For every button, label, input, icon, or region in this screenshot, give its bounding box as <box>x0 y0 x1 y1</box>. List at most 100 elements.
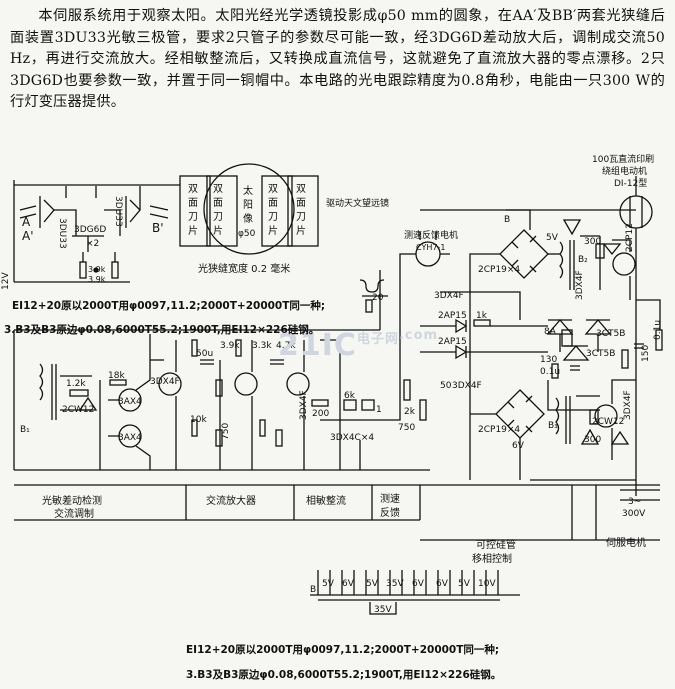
section-5-bottom: 移相控制 <box>472 552 512 565</box>
bot-35v: 35V <box>386 579 404 589</box>
description-text: 本伺服系统用于观察太阳。太阳光经光学透镜投影成φ50 mm的圆象，在AA′及BB… <box>10 8 665 110</box>
c50u-label: 50u <box>196 349 213 359</box>
r18k-label: 18k <box>108 371 125 381</box>
bot-5v-b: 5V <box>366 579 379 589</box>
slit-right-2: 面 <box>268 198 278 209</box>
slit-right-3: 刀 <box>268 212 278 223</box>
motor-title2: 绕组电动机 <box>602 165 647 177</box>
sun-1: 太 <box>243 184 253 197</box>
scr2-label: 3CT5B <box>586 349 615 359</box>
note-line-2-top: 3.B3及B3原边φ0.08,6000T55.2;1900T,用EI12×226… <box>4 324 320 336</box>
bot-10v: 10V <box>478 579 496 589</box>
note-line-1-bottom: EI12+20原以2000T用φ0097,11.2;2000T+20000T同一… <box>186 644 500 656</box>
r2k-label: 2k <box>404 407 416 417</box>
label-b-prime: B' <box>152 221 164 235</box>
label-b-top: B <box>504 215 510 225</box>
motor-model: DI-12型 <box>614 178 647 189</box>
section-4-top: 测速 <box>380 492 400 505</box>
label-12v: 12V <box>1 272 11 290</box>
r20-label: 20 <box>372 293 384 303</box>
slit-right2-4: 片 <box>296 224 306 237</box>
q3dx4f-label-2: 3DX4F <box>452 381 482 391</box>
label-a-prime: A' <box>22 229 34 243</box>
watermark-dom: .com <box>398 328 439 343</box>
r33k-label: 3.3k <box>252 341 272 351</box>
r200-label: 200 <box>312 409 329 419</box>
slit-right2-3: 刀 <box>296 212 306 223</box>
zener-2cp12-label: 2CP12 <box>625 223 635 252</box>
slit-width: 光狭缝宽度 0.2 毫米 <box>198 262 290 275</box>
motor-title: 100瓦直流印刷 <box>592 153 654 165</box>
label-r39k-1: 3.9k <box>88 265 106 274</box>
label-diffamp: 3DG6D <box>74 225 106 235</box>
c01u2-label: 0.1u <box>653 320 663 340</box>
bot-5v-a: 5V <box>322 579 335 589</box>
section-4-bottom: 反馈 <box>380 506 400 519</box>
q2ap15-label-2: 2AP15 <box>438 337 467 347</box>
section-3-top: 相敏整流 <box>306 494 346 507</box>
ac300-label: 3~ <box>628 497 641 507</box>
label-q2: 3DU33 <box>113 196 123 227</box>
q3ax4-label: 3AX4 <box>118 397 142 407</box>
description-paragraph: 本伺服系统用于观察太阳。太阳光经光学透镜投影成φ50 mm的圆象，在AA′及BB… <box>10 6 665 114</box>
label-b3: B₃ <box>548 421 558 431</box>
r300b-label: 300 <box>584 435 601 445</box>
diode-bridge-1: 2CP19×4 <box>478 265 520 275</box>
ac300v-label: 300V <box>622 509 646 519</box>
note-line-1-top: EI12+20原以2000T用φ0097,11.2;2000T+20000T同一… <box>12 300 326 312</box>
c01u-label: 0.1u <box>540 367 560 377</box>
slit-right2-2: 面 <box>296 198 306 209</box>
bot-5v-c: 5V <box>458 579 471 589</box>
bot-6v-a: 6V <box>342 579 355 589</box>
sun-2: 阳 <box>243 199 253 211</box>
v50-label: 50 <box>440 381 452 391</box>
section-2-top: 交流放大器 <box>206 494 256 507</box>
drive-telescope: 驱动天文望远镜 <box>326 197 389 209</box>
v35-label: 35V <box>374 605 392 615</box>
section-1-bottom: 交流调制 <box>54 507 94 520</box>
r39k-label: 3.9k <box>220 341 240 351</box>
label-b1: B₁ <box>20 425 30 435</box>
label-q1: 3DU33 <box>57 218 67 249</box>
r6k-label: 6k <box>344 391 356 401</box>
slit-left2-3: 刀 <box>213 212 223 223</box>
slit-right2-1: 双 <box>296 183 306 195</box>
section-6-top: 伺服电机 <box>606 536 646 549</box>
sun-4: φ50 <box>238 229 256 239</box>
q3dx4f-label-6: 3DX4F <box>299 390 309 420</box>
v6-label: 6V <box>512 441 525 451</box>
bot-6v-c: 6V <box>436 579 449 589</box>
r10k-label: 10k <box>190 415 207 425</box>
watermark-brand: 21IC <box>278 328 357 363</box>
r750b-label: 750 <box>398 423 415 433</box>
r130-label: 130 <box>540 355 557 365</box>
note-line-2-bottom: 3.B3及B3原边φ0.08,6000T55.2;1900T,用EI12×226… <box>186 669 502 681</box>
label-bb: B <box>310 585 316 595</box>
q3dx4f-label-1: 3DX4F <box>434 291 464 301</box>
q3dx4f-label-3: 3DX4F <box>150 377 180 387</box>
watermark: 21IC电子网.com <box>278 328 438 363</box>
bot-6v-b: 6V <box>412 579 425 589</box>
tacho-model: CYH7-1 <box>416 243 445 252</box>
r1k-label: 1k <box>476 311 488 321</box>
tacho-label: 测速反馈电机 <box>404 229 458 241</box>
q3ax4b-label: 3AX4 <box>118 433 142 443</box>
slit-right-1: 双 <box>268 183 278 195</box>
watermark-cn: 电子网 <box>356 332 399 347</box>
section-1-top: 光敏差动检测 <box>42 494 102 507</box>
q2ap15-label-1: 2AP15 <box>438 311 467 321</box>
r12k-label: 1.2k <box>66 379 86 389</box>
r1-label: 1 <box>376 405 382 415</box>
zener-2cw12b-label: 2CW12 <box>592 417 624 427</box>
r47k-label: 4.7k <box>276 341 296 351</box>
slit-left2-1: 双 <box>213 183 223 195</box>
slit-left2-2: 面 <box>213 198 223 209</box>
label-x2: ×2 <box>86 239 99 249</box>
label-a: A <box>22 215 31 229</box>
slit-left-4: 片 <box>188 224 198 237</box>
fuse-label: 8A <box>544 327 557 337</box>
slit-left-3: 刀 <box>188 212 198 223</box>
slit-left-2: 面 <box>188 198 198 209</box>
q3dx4cx4-label: 3DX4C×4 <box>330 433 374 443</box>
